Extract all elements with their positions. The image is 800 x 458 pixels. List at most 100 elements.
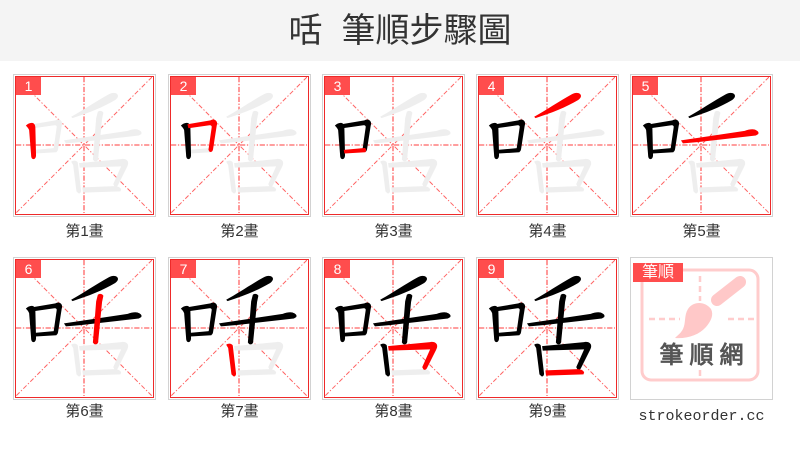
stroke-step-6: 6: [13, 257, 156, 400]
grid-lines: [16, 77, 152, 213]
stroke-7-done: [380, 343, 391, 377]
strokeorder-logo: 筆順 筆順網: [630, 257, 773, 400]
stroke-8-pending: [696, 158, 746, 187]
stroke-step-8: 8: [322, 257, 465, 400]
stroke-3-active: [343, 147, 367, 154]
stroke-box: 5: [632, 76, 771, 215]
stroke-7-pending: [688, 160, 699, 194]
character-glyph: [334, 92, 451, 194]
stroke-2-done: [341, 119, 372, 152]
site-label: strokeorder.cc: [638, 408, 765, 425]
step-number-badge: 5: [633, 77, 658, 95]
stroke-step-4: 4: [476, 74, 619, 217]
stroke-9-pending: [82, 369, 122, 376]
character-glyph: [180, 275, 297, 377]
stroke-5-done: [372, 312, 451, 327]
stroke-box: 2: [170, 76, 309, 215]
stroke-4-pending: [226, 92, 273, 119]
stroke-5-done: [526, 312, 605, 327]
stroke-8-pending: [79, 158, 129, 187]
stroke-step-9: 9: [476, 257, 619, 400]
stroke-6-active: [92, 293, 104, 345]
stroke-3-done: [497, 147, 521, 154]
stroke-5-pending: [63, 129, 142, 144]
stroke-5-pending: [526, 129, 605, 144]
stroke-4-done: [226, 275, 273, 302]
stroke-8-pending: [79, 341, 129, 370]
stroke-5-done: [218, 312, 297, 327]
stroke-2-done: [495, 302, 526, 335]
step-label: 第7畫: [220, 403, 259, 420]
stroke-diagram: [633, 77, 769, 213]
character-glyph: [180, 92, 297, 194]
step-label: 第4畫: [528, 223, 567, 240]
stroke-3-done: [343, 330, 367, 337]
step-number-badge: 3: [325, 77, 350, 95]
stroke-diagram: [171, 77, 307, 213]
stroke-2-done: [32, 302, 63, 335]
stroke-4-done: [688, 92, 735, 119]
stroke-5-pending: [218, 129, 297, 144]
stroke-8-pending: [234, 341, 284, 370]
stroke-box: 9: [478, 259, 617, 398]
stroke-3-pending: [34, 147, 58, 154]
stroke-5-done: [63, 312, 142, 327]
stroke-1-done: [488, 305, 500, 343]
stroke-diagram: [479, 77, 615, 213]
header-bar: 咶 筆順步驟圖: [0, 0, 800, 61]
stroke-box: 1: [15, 76, 154, 215]
logo-badge: 筆順: [633, 263, 683, 282]
step-number-badge: 9: [479, 260, 504, 278]
step-number-badge: 8: [325, 260, 350, 278]
stroke-7-pending: [380, 160, 391, 194]
page-title: 咶 筆順步驟圖: [288, 12, 512, 50]
character-glyph: [25, 275, 142, 377]
stroke-step-3: 3: [322, 74, 465, 217]
stroke-1-done: [180, 122, 192, 160]
stroke-9-pending: [237, 186, 277, 193]
step-number-badge: 4: [479, 77, 504, 95]
character-glyph: [642, 92, 759, 194]
stroke-7-pending: [71, 160, 82, 194]
grid-lines: [325, 77, 461, 213]
stroke-7-pending: [534, 160, 545, 194]
stroke-7-active: [226, 343, 237, 377]
stroke-6-done: [555, 293, 567, 345]
stroke-9-pending: [699, 186, 739, 193]
stroke-diagram: [325, 77, 461, 213]
logo-graphic: [640, 268, 760, 382]
step-label: 第5畫: [682, 223, 721, 240]
stroke-1-active: [25, 122, 37, 160]
step-number-badge: 2: [171, 77, 196, 95]
character-glyph: [488, 92, 605, 194]
stroke-2-pending: [32, 119, 63, 152]
stroke-6-pending: [247, 110, 259, 162]
stroke-4-done: [71, 275, 118, 302]
stroke-diagram: [325, 260, 461, 396]
stroke-4-done: [380, 275, 427, 302]
stroke-1-done: [25, 305, 37, 343]
stroke-6-pending: [401, 110, 413, 162]
step-label: 第8畫: [374, 403, 413, 420]
stroke-3-done: [651, 147, 675, 154]
stroke-5-active: [680, 129, 759, 144]
stroke-diagram: [16, 77, 152, 213]
stroke-8-active: [388, 341, 438, 370]
stroke-4-pending: [71, 92, 118, 119]
stroke-6-done: [247, 293, 259, 345]
grid-lines: [171, 77, 307, 213]
brush-icon: [675, 276, 746, 339]
stroke-6-pending: [92, 110, 104, 162]
stroke-6-done: [401, 293, 413, 345]
stroke-box: 3: [324, 76, 463, 215]
step-label: 第9畫: [528, 403, 567, 420]
step-number-badge: 1: [16, 77, 41, 95]
stroke-4-active: [534, 92, 581, 119]
stroke-9-active: [545, 369, 585, 376]
stroke-9-pending: [82, 186, 122, 193]
stroke-2-done: [649, 119, 680, 152]
stroke-1-done: [488, 122, 500, 160]
stroke-box: 6: [15, 259, 154, 398]
stroke-7-done: [534, 343, 545, 377]
grid-lines: [171, 260, 307, 396]
